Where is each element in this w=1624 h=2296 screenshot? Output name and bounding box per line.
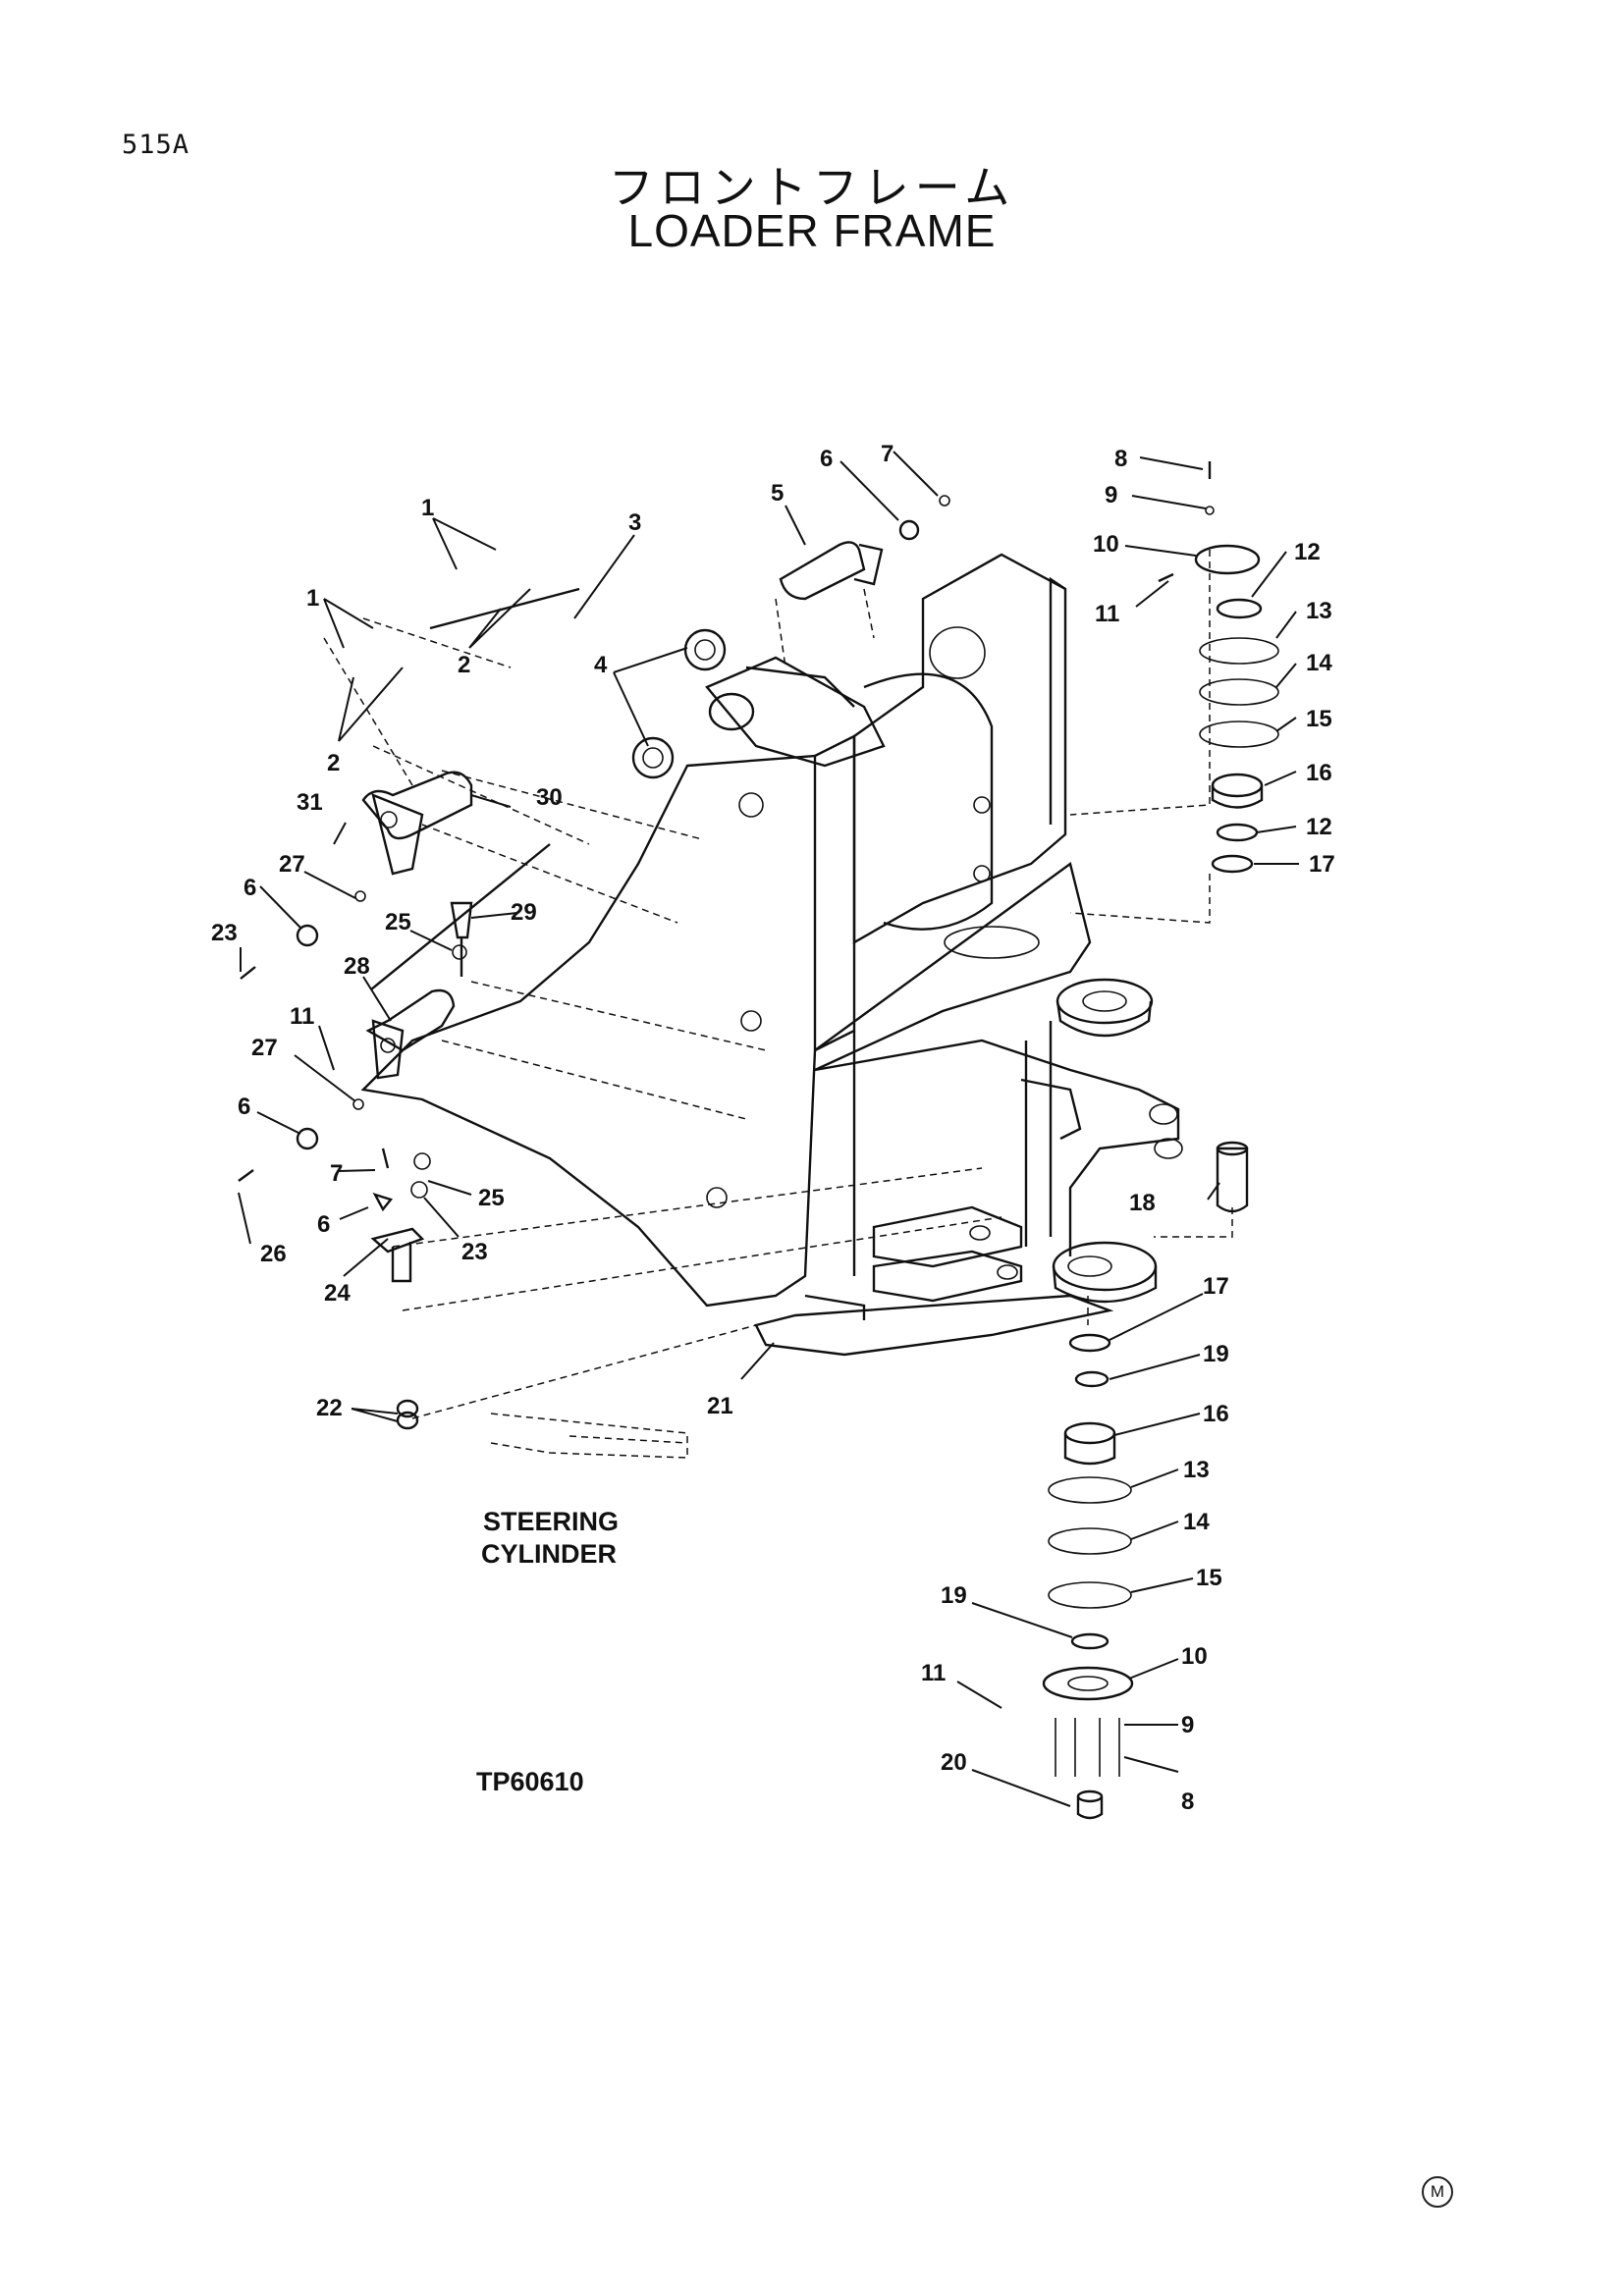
callout-11-left: 11 <box>290 1003 314 1030</box>
drawing-code: TP60610 <box>476 1767 584 1796</box>
page-code: 515A <box>122 130 190 160</box>
callout-numbers: 1 1 2 2 3 4 5 6 7 8 9 10 11 12 13 14 15 … <box>211 441 1335 1815</box>
pin-18 <box>1216 1147 1249 1213</box>
upper-bearing-stack <box>1158 461 1279 874</box>
housing-10-upper <box>1194 544 1261 575</box>
callout-21: 21 <box>707 1393 733 1419</box>
callout-28: 28 <box>344 953 370 980</box>
mark-symbol: M <box>1422 2176 1453 2208</box>
callout-1a: 1 <box>421 495 434 521</box>
title-japanese: フロントフレーム <box>608 161 1016 214</box>
callout-8-bottom: 8 <box>1181 1789 1194 1815</box>
washer-6a <box>296 924 319 947</box>
callout-16-top: 16 <box>1306 760 1332 786</box>
callout-7-top: 7 <box>881 441 893 467</box>
callout-24: 24 <box>324 1280 351 1307</box>
callout-27a: 27 <box>279 851 305 878</box>
bolt-29 <box>450 901 473 977</box>
loader-frame-body <box>360 553 1183 1357</box>
callout-17-bottom: 17 <box>1203 1273 1229 1300</box>
lower-bearing-stack <box>1042 1141 1249 1820</box>
callout-13-top: 13 <box>1306 598 1332 624</box>
plug-20 <box>1076 1796 1104 1820</box>
callout-2a: 2 <box>458 652 470 678</box>
callout-11-top: 11 <box>1095 601 1119 627</box>
callout-25b: 25 <box>478 1185 505 1211</box>
callout-1b: 1 <box>306 585 319 612</box>
callout-6a: 6 <box>244 875 256 901</box>
callout-31: 31 <box>297 789 323 816</box>
callout-22: 22 <box>316 1395 343 1421</box>
steering-cylinder-label-line1: STEERING <box>483 1507 620 1536</box>
callout-8-top: 8 <box>1114 446 1127 472</box>
callout-7-left: 7 <box>330 1160 343 1187</box>
callout-20: 20 <box>941 1749 967 1776</box>
callout-9-bottom: 9 <box>1181 1712 1194 1738</box>
callout-26: 26 <box>260 1241 287 1267</box>
callout-25a: 25 <box>385 909 411 935</box>
callout-6c: 6 <box>317 1211 330 1238</box>
callout-29: 29 <box>511 899 537 926</box>
callout-19b: 19 <box>941 1582 967 1609</box>
housing-10-lower <box>1042 1666 1134 1701</box>
pin-28 <box>365 988 456 1052</box>
callout-18: 18 <box>1129 1190 1156 1216</box>
title-english: LOADER FRAME <box>627 205 997 256</box>
steering-cylinder-label-line2: CYLINDER <box>481 1539 618 1569</box>
callout-3: 3 <box>628 509 641 536</box>
leader-lines <box>238 451 1299 1807</box>
top-pin-assembly <box>631 495 950 779</box>
callout-10-top: 10 <box>1093 531 1119 558</box>
bearing-16-lower <box>1063 1433 1116 1466</box>
callout-23a: 23 <box>211 920 238 946</box>
shim-plate-3-upper <box>429 587 580 630</box>
pin-5 <box>779 541 866 601</box>
callout-9-top: 9 <box>1105 482 1117 508</box>
pin-30 <box>361 771 473 840</box>
callout-14-top: 14 <box>1306 650 1332 676</box>
callout-27b: 27 <box>251 1035 278 1061</box>
callout-4: 4 <box>594 652 608 678</box>
callout-19a: 19 <box>1203 1341 1229 1367</box>
callout-15-top: 15 <box>1306 706 1332 732</box>
washer-6b <box>296 1127 319 1150</box>
callout-23b: 23 <box>461 1239 488 1265</box>
steering-cylinder <box>490 1413 688 1459</box>
callout-14-bottom: 14 <box>1183 1509 1210 1535</box>
bearing-16-upper <box>1211 785 1264 809</box>
assembly-lines <box>323 550 1233 1419</box>
callout-30: 30 <box>536 784 563 811</box>
shim-plate-3 <box>370 843 551 990</box>
callout-2b: 2 <box>327 750 340 776</box>
callout-16-bottom: 16 <box>1203 1401 1229 1427</box>
callout-6b: 6 <box>238 1094 250 1120</box>
callout-11-bottom: 11 <box>921 1660 946 1686</box>
callout-10-bottom: 10 <box>1181 1643 1208 1670</box>
washer-6-top <box>898 519 920 541</box>
callout-12b: 12 <box>1306 814 1332 840</box>
callout-15-bottom: 15 <box>1196 1565 1222 1591</box>
callout-13-bottom: 13 <box>1183 1457 1210 1483</box>
plate-24 <box>370 1227 425 1283</box>
callout-6-top: 6 <box>820 446 833 472</box>
callout-5: 5 <box>771 480 784 507</box>
callout-17-top: 17 <box>1309 851 1335 878</box>
callout-12a: 12 <box>1294 539 1321 565</box>
